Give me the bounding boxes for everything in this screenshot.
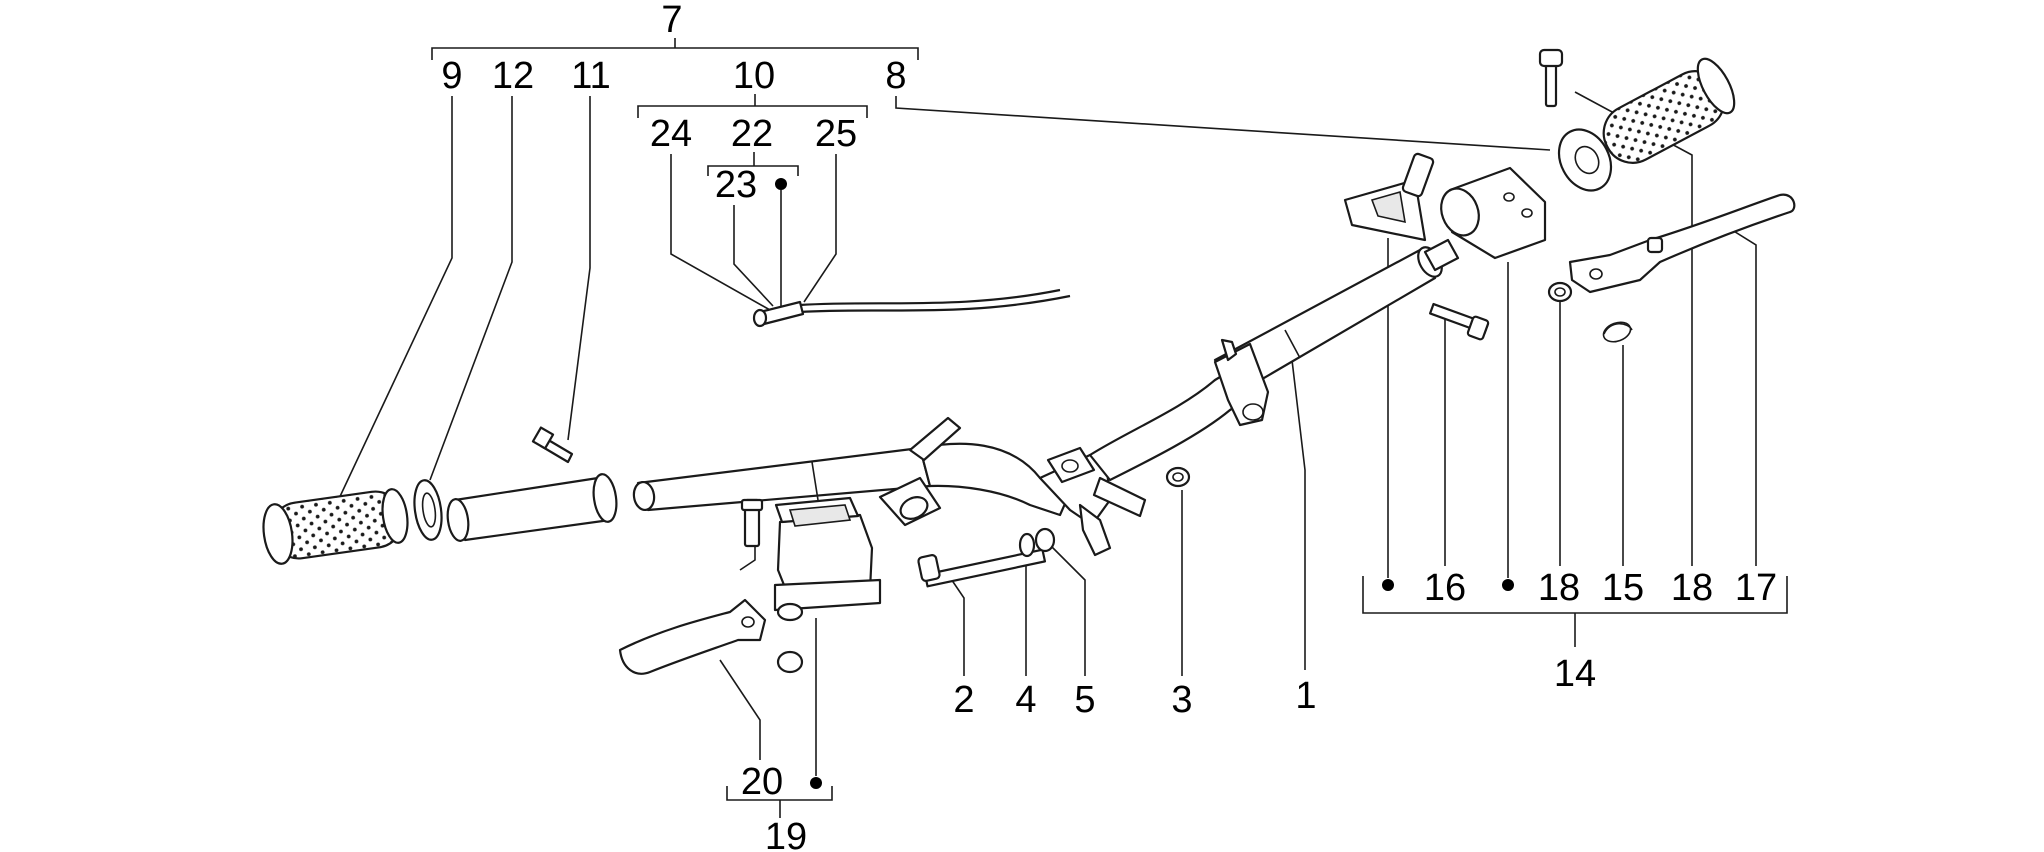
leader-20 — [719, 659, 761, 760]
label-8: 8 — [885, 55, 906, 97]
leader-23 — [733, 205, 774, 307]
label-9: 9 — [441, 55, 462, 97]
center-locknut — [1165, 466, 1191, 488]
leader-1 — [1291, 359, 1306, 670]
leader-2 — [944, 569, 965, 676]
lever-spring — [1602, 321, 1633, 343]
label-7: 7 — [661, 0, 682, 41]
brake-cable — [752, 288, 1071, 328]
label-1: 1 — [1295, 675, 1316, 717]
label-5: 5 — [1074, 679, 1095, 721]
label-23: 23 — [715, 164, 757, 206]
right-handlebar-tube — [1213, 238, 1460, 427]
label-25: 25 — [815, 113, 857, 155]
label-18-right: 18 — [1671, 567, 1713, 609]
label-19: 19 — [765, 816, 807, 852]
bullet-14-left — [1382, 579, 1394, 591]
label-20: 20 — [741, 761, 783, 803]
left-brake-lever — [618, 598, 767, 675]
right-brake-lever — [1568, 193, 1796, 294]
bracket-7 — [431, 38, 919, 60]
center-bolt — [917, 548, 1047, 588]
bracket-10 — [637, 94, 868, 118]
right-grip — [1557, 57, 1736, 192]
right-lever-clamp — [1440, 166, 1547, 260]
left-screw — [531, 426, 574, 464]
leader-24 — [670, 154, 771, 311]
center-washer — [1018, 532, 1036, 558]
master-cylinder-nut — [776, 650, 804, 674]
label-24: 24 — [650, 113, 692, 155]
grip-washer — [413, 479, 443, 541]
label-15: 15 — [1602, 567, 1644, 609]
leader-11 — [567, 96, 591, 441]
center-nut — [1034, 527, 1056, 553]
label-22: 22 — [731, 113, 773, 155]
label-17: 17 — [1735, 567, 1777, 609]
bracket-19 — [726, 786, 833, 818]
label-18-left: 18 — [1538, 567, 1580, 609]
leader-12 — [429, 96, 513, 481]
label-12: 12 — [492, 55, 534, 97]
handlebar-center-frame — [878, 363, 1257, 557]
right-clamp-bolt — [1428, 302, 1490, 341]
leader-25 — [803, 154, 837, 303]
label-11: 11 — [571, 55, 610, 97]
bullet-23 — [775, 178, 787, 190]
bracket-22 — [707, 152, 799, 176]
bullet-14-middle — [1502, 579, 1514, 591]
label-3: 3 — [1171, 679, 1192, 721]
right-switch-bracket — [1343, 152, 1435, 242]
label-4: 4 — [1015, 679, 1036, 721]
right-clamp-nut — [1547, 281, 1573, 303]
left-grip — [262, 488, 409, 565]
label-10: 10 — [733, 55, 775, 97]
master-cylinder — [739, 496, 882, 674]
bullet-19 — [810, 777, 822, 789]
label-16: 16 — [1424, 567, 1466, 609]
leader-17 — [1715, 219, 1757, 566]
label-2: 2 — [953, 679, 974, 721]
label-14: 14 — [1554, 653, 1596, 695]
leader-8 — [895, 96, 1551, 151]
leader-9 — [335, 96, 453, 506]
leader-5 — [1044, 539, 1086, 676]
right-grip-screw — [1538, 48, 1564, 108]
left-handlebar-tube — [446, 446, 932, 542]
bracket-14 — [1362, 576, 1788, 647]
